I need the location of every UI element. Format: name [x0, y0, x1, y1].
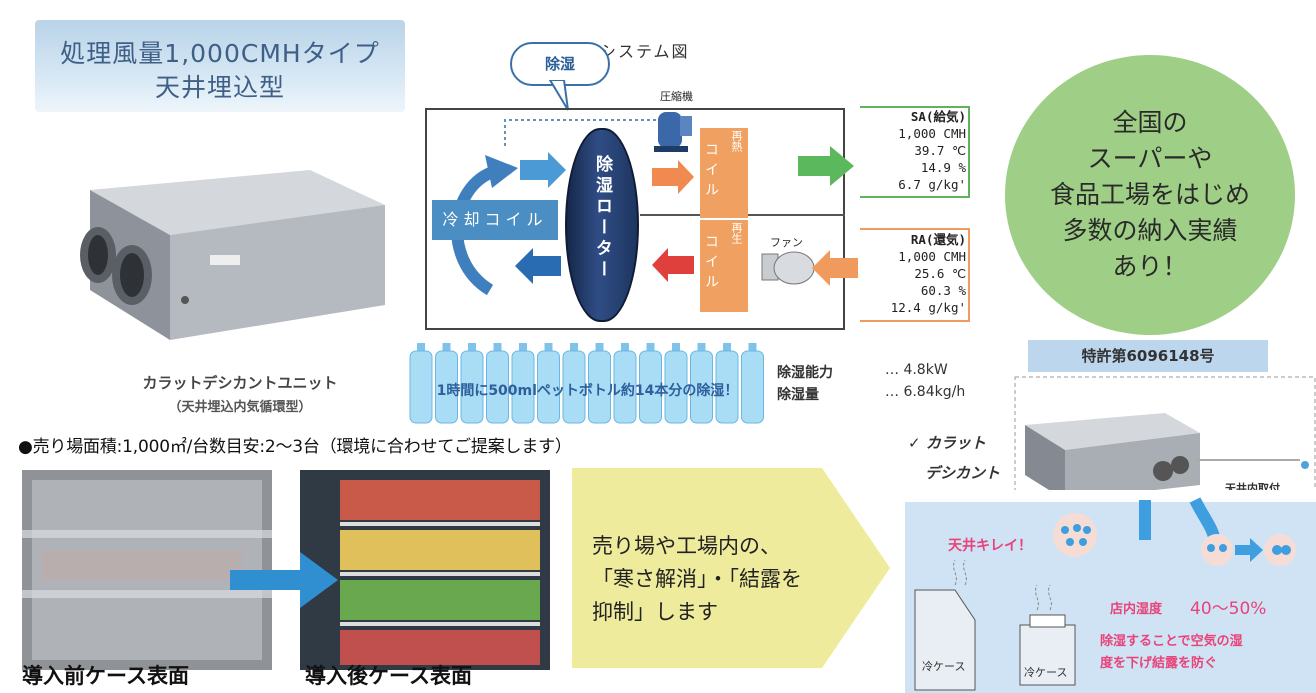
scene-note-line-2: 度を下げ結露を防ぐ: [1100, 656, 1218, 671]
exhaust-arrow: [515, 248, 561, 284]
ra-humidity: 60.3 %: [920, 283, 966, 298]
ra-abs-humidity: 12.4 g/kg': [890, 300, 966, 315]
capacity-label: 除湿能力: [777, 365, 833, 381]
callout-line-2: スーパーや: [1087, 144, 1213, 173]
bottle-icon: [460, 343, 484, 424]
sa-specs: SA(給気) 1,000 CMH 39.7 ℃ 14.9 % 6.7 g/kg': [866, 108, 966, 193]
callout-line-4: 多数の納入実績: [1062, 216, 1238, 245]
regen-return-arrow: [652, 248, 694, 282]
ra-in-arrow: [812, 250, 858, 286]
benefit-line-2: 「寒さ解消」・「結露を: [592, 567, 802, 591]
bottle-icon: [409, 343, 433, 424]
reheat-coil-sub: 再熱: [730, 130, 743, 152]
bottle-icon: [588, 343, 611, 424]
after-caption: 導入後ケース表面: [305, 664, 472, 688]
bubble-tail: [548, 80, 569, 111]
callout-line-3: 食品工場をはじめ: [1049, 180, 1250, 209]
ra-temp: 25.6 ℃: [914, 266, 966, 281]
store-humidity-label: 店内湿度: [1110, 602, 1163, 617]
fan-icon: [761, 251, 815, 285]
check-icon: ✓: [908, 434, 921, 452]
reheat-coil-label: コイル: [703, 142, 719, 202]
callout-line-1: 全国の: [1112, 108, 1188, 137]
brand-name-1: カラット: [925, 434, 986, 452]
dehumid-amount-label: 除湿量: [777, 387, 819, 403]
system-diagram-title: システム図: [600, 42, 690, 61]
benefit-line-1: 売り場や工場内の、: [592, 534, 781, 558]
desiccant-rotor: [565, 128, 639, 322]
bottle-icon: [664, 343, 688, 424]
system-frame: [425, 108, 845, 330]
scene-note-line-1: 除湿することで空気の湿: [1100, 634, 1243, 649]
ra-specs: RA(還気) 1,000 CMH 25.6 ℃ 60.3 % 12.4 g/kg…: [866, 231, 966, 316]
dehumidify-bubble: 除湿: [510, 42, 610, 86]
sa-title: SA(給気): [910, 109, 966, 124]
to-reheat-arrow: [652, 160, 694, 194]
dehumid-amount-value: … 6.84kg/h: [885, 384, 966, 400]
bottle-icon: [715, 343, 739, 424]
after-case-photo: [300, 470, 550, 670]
cold-case-label-1: 冷ケース: [922, 660, 966, 673]
benefit-text: 売り場や工場内の、 「寒さ解消」・「結露を 抑制」します: [592, 530, 852, 629]
bottle-icon: [435, 343, 458, 424]
bottle-icon: [511, 343, 535, 424]
product-subcaption: （天井埋込内気循環型）: [168, 400, 312, 415]
patent-number: 特許第6096148号: [1028, 340, 1268, 372]
rotor-label: 除湿ローター: [592, 155, 612, 281]
store-scene-graphics: [905, 490, 1316, 691]
sa-abs-humidity: 6.7 g/kg': [898, 177, 966, 192]
sa-spec-box: [860, 106, 970, 198]
ra-spec-box: [860, 228, 970, 322]
cooling-coil: 冷却コイル: [432, 200, 558, 240]
area-guideline: ●売り場面積:1,000㎡/台数目安:2～3台（環境に合わせてご提案します）: [18, 437, 572, 457]
sa-humidity: 14.9 %: [920, 160, 966, 175]
store-humidity-value: 40～50%: [1190, 599, 1267, 619]
bottle-icon: [741, 343, 764, 424]
regen-coil-sub: 再生: [730, 222, 743, 244]
before-case-photo: [22, 470, 272, 670]
fan-label: ファン: [770, 236, 803, 249]
brand-line-2: デシカント: [925, 464, 1001, 482]
bottle-icon: [690, 343, 713, 424]
product-caption: カラットデシカントユニット: [142, 374, 338, 392]
sa-temp: 39.7 ℃: [914, 143, 966, 158]
ra-title: RA(還気): [910, 232, 966, 247]
bottle-icon: [486, 343, 509, 424]
compressor-icon: [654, 112, 692, 152]
ceiling-unit-illustration: [1014, 376, 1316, 495]
before-after-arrow: [230, 552, 338, 608]
desiccant-unit-image: [80, 170, 385, 340]
brand-line-1: ✓ カラット: [908, 432, 986, 453]
bottle-icon: [537, 343, 560, 424]
product-type-banner: 処理風量1,000CMHタイプ 天井埋込型: [35, 20, 405, 112]
ceiling-clean-label: 天井キレイ！: [948, 538, 1032, 554]
track-record-callout: 全国の スーパーや 食品工場をはじめ 多数の納入実績 あり！: [1005, 55, 1295, 335]
bottle-icon: [613, 343, 637, 424]
capacity-value: … 4.8kW: [885, 362, 948, 378]
benefit-arrow-shape: [572, 468, 890, 668]
before-caption: 導入前ケース表面: [22, 664, 189, 688]
regen-coil-label: コイル: [703, 234, 719, 294]
regen-coil: コイル 再生: [700, 220, 748, 312]
bottle-equivalent-text: 1時間に500mlペットボトル約14本分の除湿！: [436, 383, 739, 399]
refrigerant-line: [504, 119, 680, 148]
bottle-icon: [639, 343, 662, 424]
bottle-icon: [562, 343, 586, 424]
callout-line-5: あり！: [1112, 252, 1188, 281]
benefit-line-3: 抑制」します: [592, 600, 718, 624]
type-line-1: 処理風量1,000CMHタイプ: [60, 39, 380, 68]
air-in-arrow: [520, 152, 566, 188]
sa-flow: 1,000 CMH: [898, 126, 966, 141]
sa-out-arrow: [798, 146, 854, 186]
pet-bottles-graphic: [409, 343, 764, 424]
reheat-coil: コイル 再熱: [700, 128, 748, 218]
cold-case-label-2: 冷ケース: [1024, 666, 1068, 679]
compressor-label: 圧縮機: [660, 90, 693, 103]
ra-flow: 1,000 CMH: [898, 249, 966, 264]
type-line-2: 天井埋込型: [154, 73, 285, 102]
